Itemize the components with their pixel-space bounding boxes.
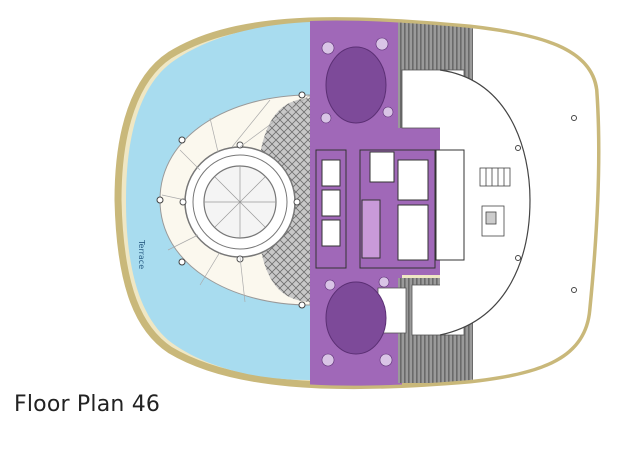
floor-plan-drawing: Terrace bbox=[114, 17, 601, 390]
lounge-south bbox=[325, 281, 387, 355]
lounge-north bbox=[325, 46, 387, 124]
east-atrium bbox=[439, 69, 531, 336]
terrace-label: Terrace bbox=[137, 239, 146, 269]
east-furniture bbox=[479, 167, 511, 237]
floor-plan-caption: Floor Plan 46 bbox=[14, 392, 161, 417]
core-rooms bbox=[315, 149, 465, 269]
